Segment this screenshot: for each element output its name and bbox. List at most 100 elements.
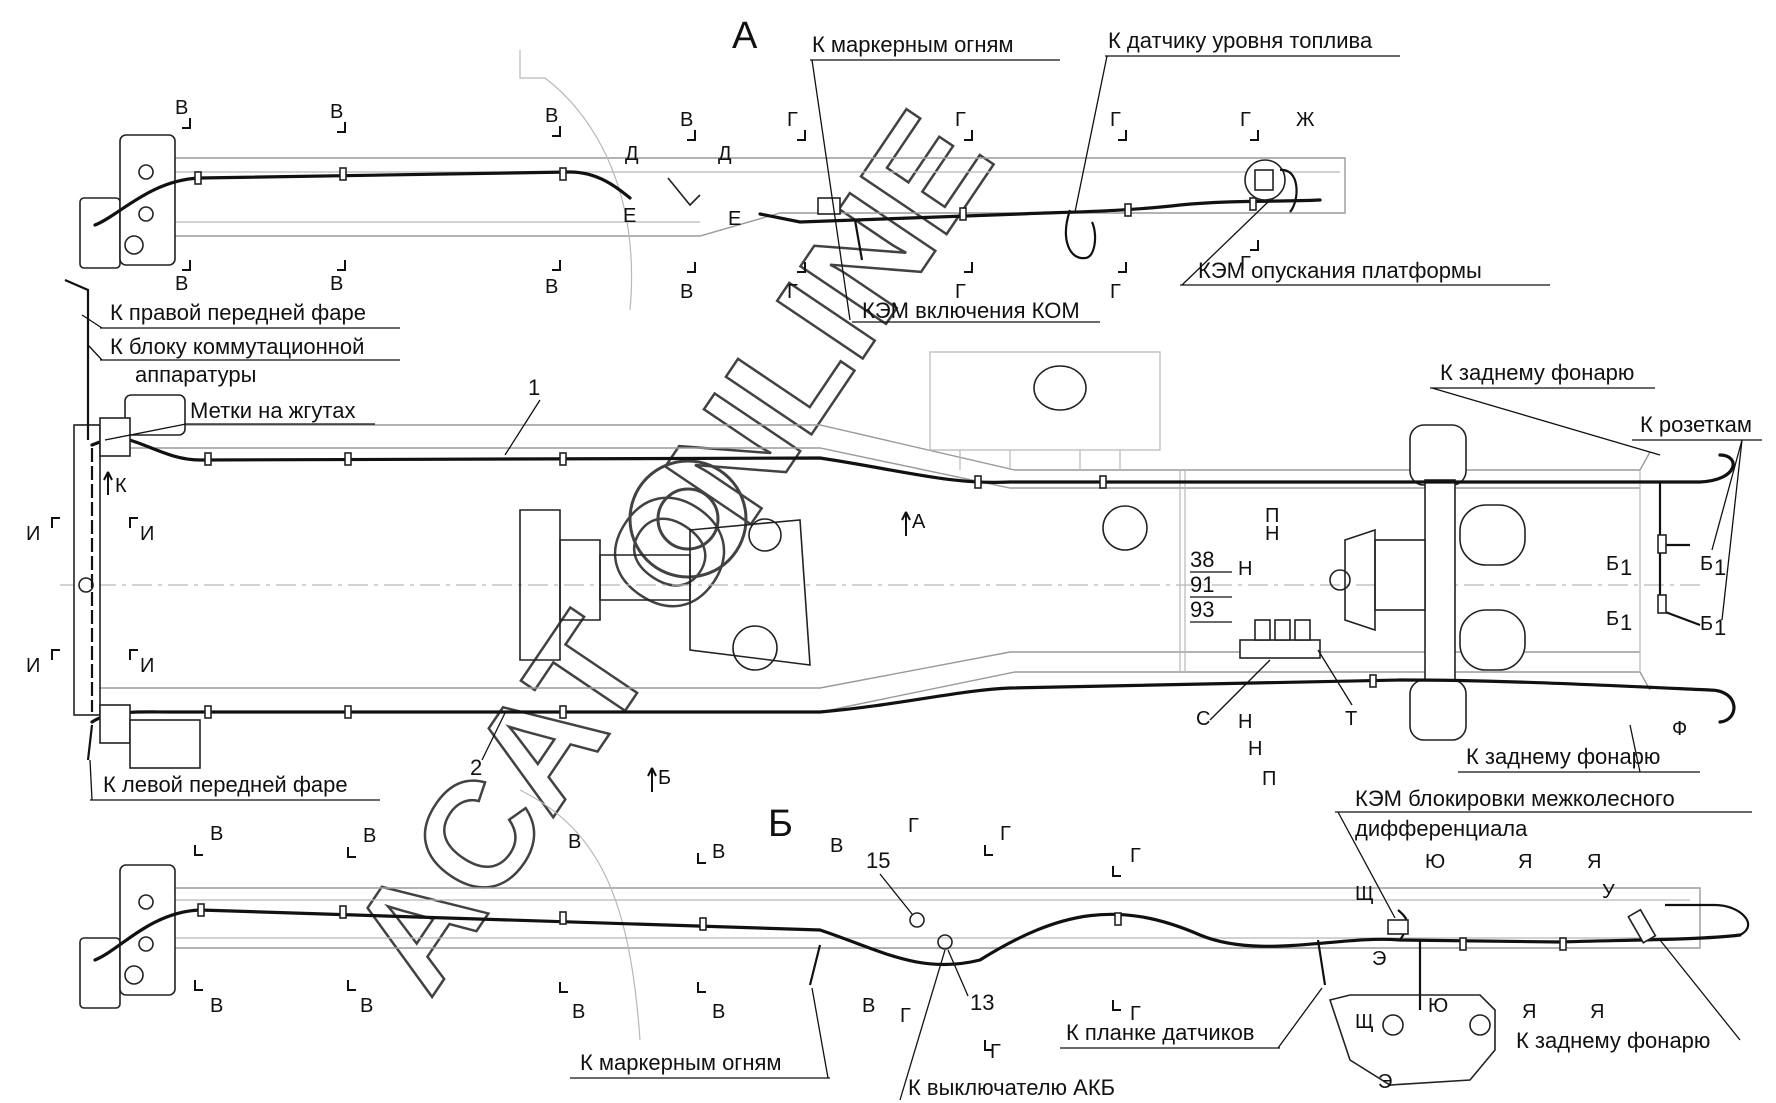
svg-text:Г: Г xyxy=(787,281,798,303)
label-position-93: 93 xyxy=(1190,597,1214,622)
view-a-section-marks: В В В В В В В В Г Г Г Г Г Г Г Г Д Д Е Е … xyxy=(175,97,1315,303)
relay-block xyxy=(1239,619,1321,659)
label-position-1: 1 xyxy=(528,375,540,400)
svg-text:1: 1 xyxy=(1620,610,1632,635)
svg-text:В: В xyxy=(568,831,581,853)
svg-text:Н: Н xyxy=(1238,558,1252,580)
svg-text:Ф: Ф xyxy=(1672,718,1687,740)
view-b-front-bracket xyxy=(79,864,176,1009)
callout-rear-lamp-top: К заднему фонарю xyxy=(1440,360,1634,385)
label-position-15: 15 xyxy=(866,848,890,873)
view-a-front-bracket xyxy=(79,134,176,269)
leader-sockets xyxy=(1632,439,1762,621)
svg-text:Г: Г xyxy=(900,1005,911,1027)
view-b-rear-lamp xyxy=(1627,908,1657,944)
callout-kem-platform: КЭМ опускания платформы xyxy=(1198,258,1482,283)
svg-text:В: В xyxy=(175,97,188,119)
plan-frame-top-rail-inner xyxy=(100,447,1640,489)
callout-switch-block-1: К блоку коммутационной xyxy=(110,334,364,359)
svg-text:В: В xyxy=(862,995,875,1017)
callout-kem-diff-2: дифференциала xyxy=(1355,816,1528,841)
svg-text:П: П xyxy=(1262,768,1276,790)
rear-axle xyxy=(1329,424,1526,741)
svg-text:Ю: Ю xyxy=(1425,851,1445,873)
transmission xyxy=(519,509,811,671)
leader-harness-marks xyxy=(104,423,375,441)
view-b: Б xyxy=(79,786,1752,1101)
svg-text:Ж: Ж xyxy=(1296,109,1315,131)
callout-kem-kom: КЭМ включения КОМ xyxy=(862,298,1080,323)
callout-rear-lamp-mid: К заднему фонарю xyxy=(1466,744,1660,769)
leader-left-headlight xyxy=(89,759,380,801)
view-b-frame-inner xyxy=(160,899,1690,939)
view-a-frame-rail xyxy=(149,157,1346,237)
front-crossmember xyxy=(73,424,101,716)
watermark-logo: ACAT ONLINE xyxy=(316,82,1025,1019)
svg-text:Г: Г xyxy=(1110,109,1121,131)
svg-text:Г: Г xyxy=(1110,281,1121,303)
svg-text:В: В xyxy=(363,825,376,847)
leader-rear-lamp-top xyxy=(1430,387,1661,456)
svg-text:Г: Г xyxy=(1000,823,1011,845)
leader-battery-switch xyxy=(899,949,946,1101)
svg-text:И: И xyxy=(140,655,154,677)
view-a-title: А xyxy=(732,15,758,57)
view-a-kem-platform-valve xyxy=(1244,159,1298,213)
view-a-arrow: А xyxy=(912,511,926,533)
svg-text:Б: Б xyxy=(1606,553,1619,575)
svg-text:Я: Я xyxy=(1587,851,1601,873)
leader-position-2 xyxy=(481,712,506,761)
svg-text:В: В xyxy=(572,1001,585,1023)
svg-text:Б: Б xyxy=(1700,613,1713,635)
plan-frame-bottom-rail-inner xyxy=(100,651,1640,689)
view-b-title: Б xyxy=(768,803,793,845)
svg-text:В: В xyxy=(712,841,725,863)
view-b-battery-switch xyxy=(909,912,953,950)
leader-right-headlight xyxy=(81,314,400,329)
harness-rear-loop xyxy=(1398,453,1736,724)
watermark-text: ACAT ONLINE xyxy=(317,83,1023,1017)
view-a-harness-rear xyxy=(758,198,1322,224)
svg-text:Э: Э xyxy=(1378,1071,1392,1093)
svg-text:Т: Т xyxy=(1345,708,1357,730)
svg-text:В: В xyxy=(712,1001,725,1023)
label-position-13: 13 xyxy=(970,990,994,1015)
leader-fuel-sensor xyxy=(1074,55,1400,213)
harness-left-headlight xyxy=(86,724,94,761)
svg-text:Я: Я xyxy=(1590,1001,1604,1023)
label-position-91: 91 xyxy=(1190,572,1214,597)
view-b-cab-outline xyxy=(519,789,641,1041)
svg-text:У: У xyxy=(1602,881,1615,903)
callout-fuel-sensor: К датчику уровня топлива xyxy=(1108,28,1373,53)
view-b-arrow-mark xyxy=(647,767,657,792)
svg-text:В: В xyxy=(175,273,188,295)
svg-text:Я: Я xyxy=(1522,1001,1536,1023)
callout-left-headlight: К левой передней фаре xyxy=(103,772,348,797)
svg-text:Д: Д xyxy=(718,143,732,165)
view-a-d-fixture xyxy=(667,177,701,207)
svg-text:Г: Г xyxy=(955,109,966,131)
svg-text:И: И xyxy=(140,523,154,545)
svg-text:Е: Е xyxy=(623,205,636,227)
leader-sensor-bar xyxy=(1060,987,1323,1049)
svg-text:1: 1 xyxy=(1714,555,1726,580)
svg-text:Ю: Ю xyxy=(1428,995,1448,1017)
leader-marker-lights-bottom xyxy=(570,987,830,1079)
view-b-branch-marker xyxy=(808,944,822,986)
svg-text:П: П xyxy=(1265,505,1279,527)
svg-text:Г: Г xyxy=(1130,845,1141,867)
svg-text:В: В xyxy=(360,995,373,1017)
view-a-frame-inner xyxy=(160,171,1340,223)
svg-text:Г: Г xyxy=(787,109,798,131)
view-b-kem-diff-valve xyxy=(1387,919,1409,935)
view-b-axle-housing xyxy=(1328,994,1496,1086)
svg-text:В: В xyxy=(545,105,558,127)
leader-position-1 xyxy=(504,399,541,456)
callout-right-headlight: К правой передней фаре xyxy=(110,300,366,325)
label-position-38: 38 xyxy=(1190,547,1214,572)
svg-text:Г: Г xyxy=(1240,253,1251,275)
view-b-clips xyxy=(197,903,1567,951)
callout-sockets: К розеткам xyxy=(1640,412,1752,437)
svg-text:1: 1 xyxy=(1620,555,1632,580)
